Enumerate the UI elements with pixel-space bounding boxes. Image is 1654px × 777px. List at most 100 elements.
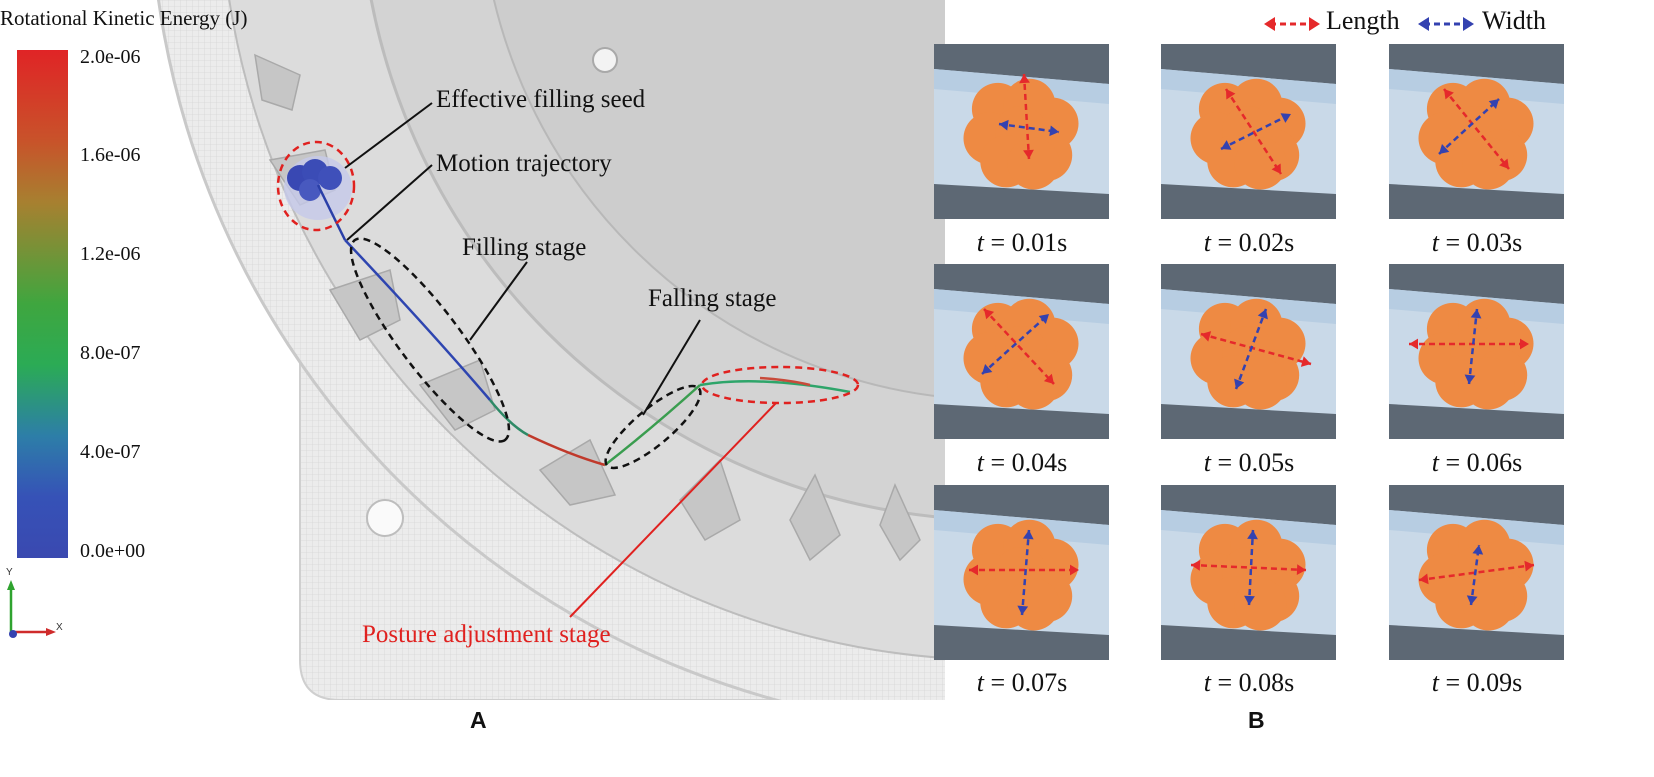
frame-wall xyxy=(1161,485,1336,525)
time-value: = 0.06s xyxy=(1438,448,1523,477)
frame-wall xyxy=(934,44,1109,84)
simulation-scene xyxy=(7,0,945,700)
seed-shape xyxy=(1190,78,1306,190)
leader-line xyxy=(642,319,701,416)
colorbar-tick: 1.2e-06 xyxy=(80,243,141,265)
frame-tile xyxy=(934,44,1109,219)
time-symbol: t xyxy=(1203,668,1211,697)
frame-wall xyxy=(934,485,1109,525)
seed-cluster xyxy=(284,156,352,220)
seed-shape xyxy=(1418,78,1534,190)
seed-shape xyxy=(1418,298,1534,410)
width-arrow xyxy=(1466,544,1484,606)
width-legend-arrow xyxy=(1418,17,1474,31)
seed-shape xyxy=(1418,519,1534,631)
frame-floor xyxy=(1161,404,1336,439)
width-arrow xyxy=(1017,529,1034,616)
seed-highlight xyxy=(276,140,356,232)
frame-time-label: t = 0.04s xyxy=(922,448,1122,478)
frame-wall xyxy=(1389,44,1564,84)
frame-floor xyxy=(1389,404,1564,439)
length-arrow xyxy=(969,564,1079,576)
width-arrow xyxy=(998,119,1060,137)
frame-render xyxy=(934,485,1109,660)
axis-x-label: X xyxy=(56,622,63,633)
length-arrow xyxy=(1200,331,1312,367)
length-arrow xyxy=(1443,88,1510,170)
seed-shape xyxy=(1190,519,1306,631)
colorbar-tick: 2.0e-06 xyxy=(80,46,141,68)
time-value: = 0.01s xyxy=(983,228,1068,257)
frame-wall xyxy=(1161,44,1336,84)
frame-floor xyxy=(934,404,1109,439)
legend-length: Length xyxy=(1326,6,1400,35)
colorbar-tick: 4.0e-07 xyxy=(80,441,141,463)
frame-floor xyxy=(1161,625,1336,660)
time-value: = 0.09s xyxy=(1438,668,1523,697)
time-symbol: t xyxy=(1203,228,1211,257)
frame-wall xyxy=(934,264,1109,304)
axis-y-label: Y xyxy=(6,567,13,578)
frame-time-label: t = 0.05s xyxy=(1149,448,1349,478)
legend-width: Width xyxy=(1482,6,1546,35)
width-arrow xyxy=(1234,308,1268,390)
frame-tile xyxy=(934,264,1109,439)
frame-wall xyxy=(1161,264,1336,304)
frame-tile xyxy=(1389,264,1564,439)
label-posture-stage: Posture adjustment stage xyxy=(362,621,611,648)
time-value: = 0.03s xyxy=(1438,228,1523,257)
length-arrow xyxy=(1224,88,1283,175)
filling-stage-highlight xyxy=(349,237,511,443)
frame-tile xyxy=(1389,44,1564,219)
length-arrow xyxy=(1418,560,1535,585)
label-falling-stage: Falling stage xyxy=(648,285,777,312)
time-symbol: t xyxy=(1431,668,1439,697)
leader-line xyxy=(346,164,433,241)
width-arrow xyxy=(1464,308,1482,385)
frame-floor xyxy=(934,184,1109,219)
colorbar-title: Rotational Kinetic Energy (J) xyxy=(0,6,248,30)
length-arrow xyxy=(983,308,1055,385)
frame-render xyxy=(1389,485,1564,660)
time-value: = 0.02s xyxy=(1210,228,1295,257)
inner-hub xyxy=(493,0,945,398)
frame-time-label: t = 0.09s xyxy=(1377,668,1577,698)
time-symbol: t xyxy=(976,228,984,257)
hub-hole xyxy=(592,47,618,73)
frame-render xyxy=(1389,264,1564,439)
panel-a-simulation: Rotational Kinetic Energy (J) 2.0e-06 1.… xyxy=(0,0,945,700)
frame-render xyxy=(1161,264,1336,439)
frame-time-label: t = 0.07s xyxy=(922,668,1122,698)
frame-time-label: t = 0.01s xyxy=(922,228,1122,258)
time-symbol: t xyxy=(976,448,984,477)
coordinate-axes-icon xyxy=(7,580,56,638)
time-value: = 0.05s xyxy=(1210,448,1295,477)
seed-shape xyxy=(963,78,1079,190)
width-arrow xyxy=(1438,98,1500,155)
width-arrow xyxy=(1244,529,1258,606)
width-arrow xyxy=(981,313,1050,375)
panel-letter-b: B xyxy=(1248,707,1265,733)
frame-floor xyxy=(1161,184,1336,219)
colorbar xyxy=(17,50,68,558)
colorbar-tick: 1.6e-06 xyxy=(80,144,141,166)
frame-tile xyxy=(1389,485,1564,660)
time-value: = 0.04s xyxy=(983,448,1068,477)
frame-time-label: t = 0.06s xyxy=(1377,448,1577,478)
width-arrow xyxy=(1220,112,1292,151)
frame-wall xyxy=(1389,485,1564,525)
plate-hole xyxy=(366,499,404,537)
length-legend-arrow xyxy=(1264,17,1320,31)
length-arrow xyxy=(1019,73,1034,160)
frame-time-label: t = 0.08s xyxy=(1149,668,1349,698)
frame-time-label: t = 0.03s xyxy=(1377,228,1577,258)
frame-tile xyxy=(1161,485,1336,660)
time-symbol: t xyxy=(1203,448,1211,477)
posture-stage-highlight xyxy=(700,365,860,405)
motion-trajectory xyxy=(316,184,851,467)
label-filling-stage: Filling stage xyxy=(462,234,587,261)
panel-letter-a: A xyxy=(470,707,487,733)
frame-floor xyxy=(1389,625,1564,660)
frame-floor xyxy=(934,625,1109,660)
leader-line xyxy=(469,261,528,341)
